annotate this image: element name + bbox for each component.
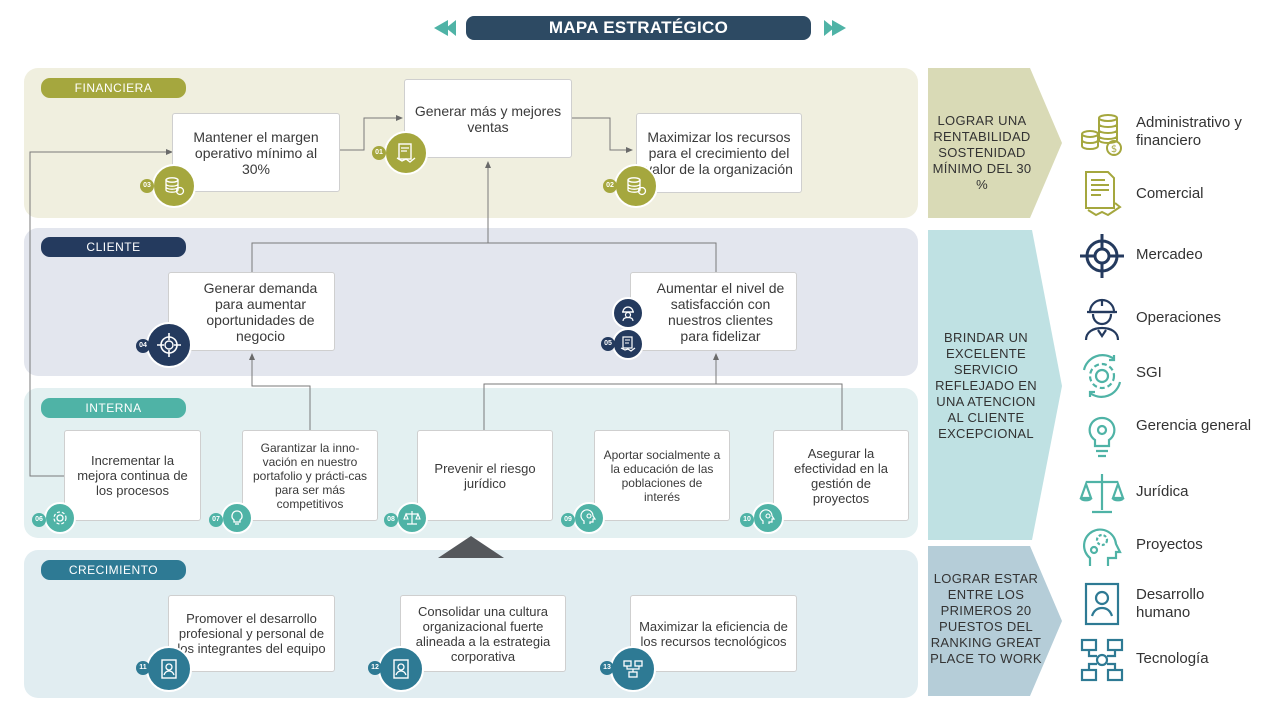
area-label-desarrollo: Desarrollo humano bbox=[1136, 586, 1205, 621]
objective-number-badge: 13 bbox=[600, 661, 614, 675]
objective-number-badge: 04 bbox=[136, 339, 150, 353]
objective-11-box: Promover el desarrollo profesional y per… bbox=[168, 595, 335, 672]
objective-number-badge: 10 bbox=[740, 513, 754, 527]
objective-09-box: Aportar socialmente a la educación de la… bbox=[594, 430, 730, 521]
objective-01-box: Generar más y mejores ventas bbox=[404, 79, 572, 158]
objective-03-box: Mantener el margen operativo mínimo al 3… bbox=[172, 113, 340, 192]
handshake-document-icon bbox=[612, 328, 644, 360]
head-gears-icon bbox=[752, 502, 784, 534]
area-label-operaciones: Operaciones bbox=[1136, 309, 1222, 326]
lightbulb-gear-icon bbox=[221, 502, 253, 534]
objective-10-text: Asegurar la efectividad en la gestión de… bbox=[794, 445, 888, 506]
objective-08-text: Prevenir el riesgo jurídico bbox=[434, 460, 536, 491]
objective-number-badge: 08 bbox=[384, 513, 398, 527]
head-gears-icon bbox=[1078, 522, 1126, 570]
objective-number-badge: 03 bbox=[140, 179, 154, 193]
page-title: MAPA ESTRATÉGICO ELECTROEQUIPOS bbox=[466, 16, 811, 61]
scales-icon bbox=[1078, 470, 1126, 518]
objective-number-badge: 09 bbox=[561, 513, 575, 527]
area-label-gerencia: Gerencia general bbox=[1136, 417, 1252, 434]
goal-servicio-text: BRINDAR UN EXCELENTE SERVICIO REFLEJADO … bbox=[935, 330, 1037, 441]
left-arrow-icon bbox=[446, 20, 456, 36]
objective-04-box: Generar demanda para aumentar oportunida… bbox=[168, 272, 335, 351]
person-document-icon bbox=[1078, 580, 1126, 628]
objective-05-text: Aumentar el nivel de satisfacción con nu… bbox=[656, 279, 785, 344]
objective-number-badge: 01 bbox=[372, 146, 386, 160]
area-label-juridica: Jurídica bbox=[1136, 483, 1189, 500]
objective-01-text: Generar más y mejores ventas bbox=[414, 102, 562, 135]
objective-06-box: Incrementar la mejora continua de los pr… bbox=[64, 430, 201, 521]
coins-icon bbox=[152, 164, 196, 208]
area-label-mercadeo: Mercadeo bbox=[1136, 246, 1203, 263]
objective-number-badge: 07 bbox=[209, 513, 223, 527]
objective-number-badge: 11 bbox=[136, 661, 150, 675]
coins-icon: $ bbox=[1078, 110, 1126, 158]
objective-04-text: Generar demanda para aumentar oportunida… bbox=[203, 279, 318, 344]
goal-ranking-text: LOGRAR ESTAR ENTRE LOS PRIMEROS 20 PUEST… bbox=[930, 571, 1042, 666]
handshake-document-icon bbox=[384, 131, 428, 175]
svg-text:$: $ bbox=[1111, 144, 1117, 155]
lightbulb-gear-icon bbox=[1078, 412, 1126, 460]
objective-number-badge: 12 bbox=[368, 661, 382, 675]
perspective-label-crecimiento: CRECIMIENTO bbox=[41, 560, 186, 580]
target-icon bbox=[1078, 232, 1126, 280]
area-label-sgi: SGI bbox=[1136, 364, 1162, 381]
area-label-proyectos: Proyectos bbox=[1136, 536, 1203, 553]
perspective-label-cliente: CLIENTE bbox=[41, 237, 186, 257]
objective-07-text: Garantizar la inno-vación en nuestro por… bbox=[252, 440, 368, 511]
objective-10-box: Asegurar la efectividad en la gestión de… bbox=[773, 430, 909, 521]
coins-icon bbox=[614, 164, 658, 208]
perspective-label-interna: INTERNA bbox=[41, 398, 186, 418]
objective-02-text: Maximizar los recursos para el crecimien… bbox=[645, 129, 793, 177]
right-arrow-icon bbox=[832, 20, 846, 36]
worker-helmet-icon bbox=[612, 297, 644, 329]
person-document-icon bbox=[378, 646, 424, 692]
objective-13-box: Maximizar la eficiencia de los recursos … bbox=[630, 595, 797, 672]
head-gears-icon bbox=[573, 502, 605, 534]
area-label-tecnologia: Tecnología bbox=[1136, 650, 1209, 667]
network-devices-icon bbox=[610, 646, 656, 692]
objective-number-badge: 06 bbox=[32, 513, 46, 527]
network-devices-icon bbox=[1078, 636, 1126, 684]
objective-number-badge: 05 bbox=[601, 337, 615, 351]
objective-number-badge: 02 bbox=[603, 179, 617, 193]
worker-helmet-icon bbox=[1078, 294, 1126, 342]
person-document-icon bbox=[146, 646, 192, 692]
perspective-label-financiera: FINANCIERA bbox=[41, 78, 186, 98]
objective-12-text: Consolidar una cultura organizacional fu… bbox=[415, 603, 551, 664]
goal-rentabilidad-text: LOGRAR UNA RENTABILIDAD SOSTENIDAD MÍNIM… bbox=[932, 113, 1032, 192]
objective-12-box: Consolidar una cultura organizacional fu… bbox=[400, 595, 566, 672]
area-label-administrativo: Administrativo y financiero bbox=[1136, 114, 1242, 149]
target-icon bbox=[146, 322, 192, 368]
objective-03-text: Mantener el margen operativo mínimo al 3… bbox=[193, 128, 319, 177]
objective-13-text: Maximizar la eficiencia de los recursos … bbox=[639, 618, 788, 649]
objective-11-text: Promover el desarrollo profesional y per… bbox=[177, 611, 326, 656]
gear-cycle-icon bbox=[1078, 352, 1126, 400]
objective-08-box: Prevenir el riesgo jurídico bbox=[417, 430, 553, 521]
scales-icon bbox=[396, 502, 428, 534]
gear-cycle-icon bbox=[44, 502, 76, 534]
right-arrow-icon bbox=[824, 20, 834, 36]
handshake-document-icon bbox=[1078, 170, 1126, 218]
objective-09-text: Aportar socialmente a la educación de la… bbox=[603, 447, 721, 504]
left-arrow-icon bbox=[434, 20, 448, 36]
objective-05-box: Aumentar el nivel de satisfacción con nu… bbox=[630, 272, 797, 351]
objective-06-text: Incrementar la mejora continua de los pr… bbox=[77, 453, 188, 498]
objective-07-box: Garantizar la inno-vación en nuestro por… bbox=[242, 430, 378, 521]
objective-02-box: Maximizar los recursos para el crecimien… bbox=[636, 113, 802, 193]
area-label-comercial: Comercial bbox=[1136, 185, 1204, 202]
title-banner: MAPA ESTRATÉGICO ELECTROEQUIPOS bbox=[434, 14, 846, 61]
